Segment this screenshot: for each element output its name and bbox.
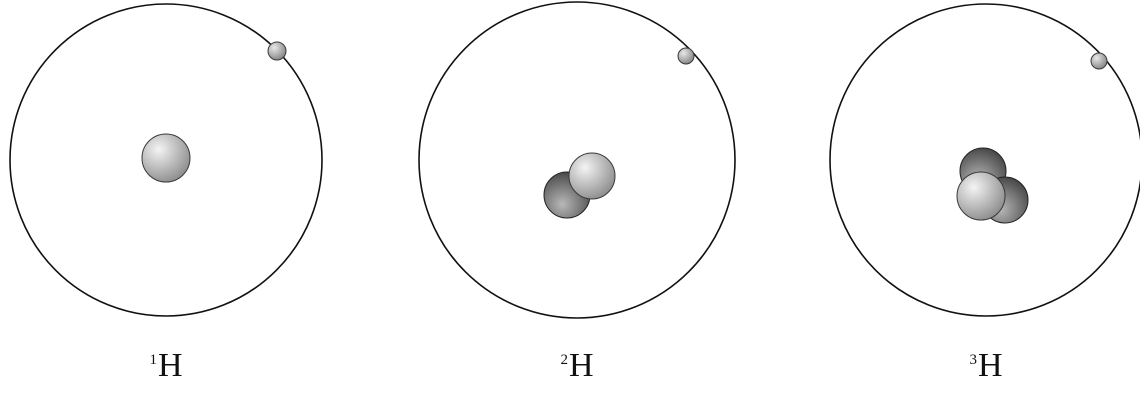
isotope-2h-atom — [418, 1, 736, 319]
mass-number-2h: 2 — [560, 352, 568, 368]
proton-2h — [568, 152, 616, 200]
isotope-label-3h: 3H — [969, 344, 1002, 388]
nucleus-2h — [543, 152, 616, 219]
nucleus-1h — [141, 133, 191, 183]
nucleus-3h — [956, 147, 1029, 224]
proton-1h — [141, 133, 191, 183]
proton-3h — [956, 171, 1006, 221]
element-symbol-2h: H — [568, 347, 594, 384]
mass-number-3h: 3 — [969, 352, 977, 368]
orbit-3h — [829, 3, 1140, 317]
element-symbol-3h: H — [977, 347, 1003, 384]
orbit-1h — [9, 3, 323, 317]
orbit-2h — [418, 1, 736, 319]
element-symbol-1h: H — [157, 347, 183, 384]
electron-3h — [1090, 52, 1108, 70]
electron-2h — [677, 47, 695, 65]
isotope-label-2h: 2H — [560, 344, 593, 388]
isotope-label-1h: 1H — [149, 344, 182, 388]
electron-1h — [267, 41, 287, 61]
isotope-1h-atom — [9, 3, 323, 317]
mass-number-1h: 1 — [149, 352, 157, 368]
isotope-3h-atom — [829, 3, 1140, 317]
